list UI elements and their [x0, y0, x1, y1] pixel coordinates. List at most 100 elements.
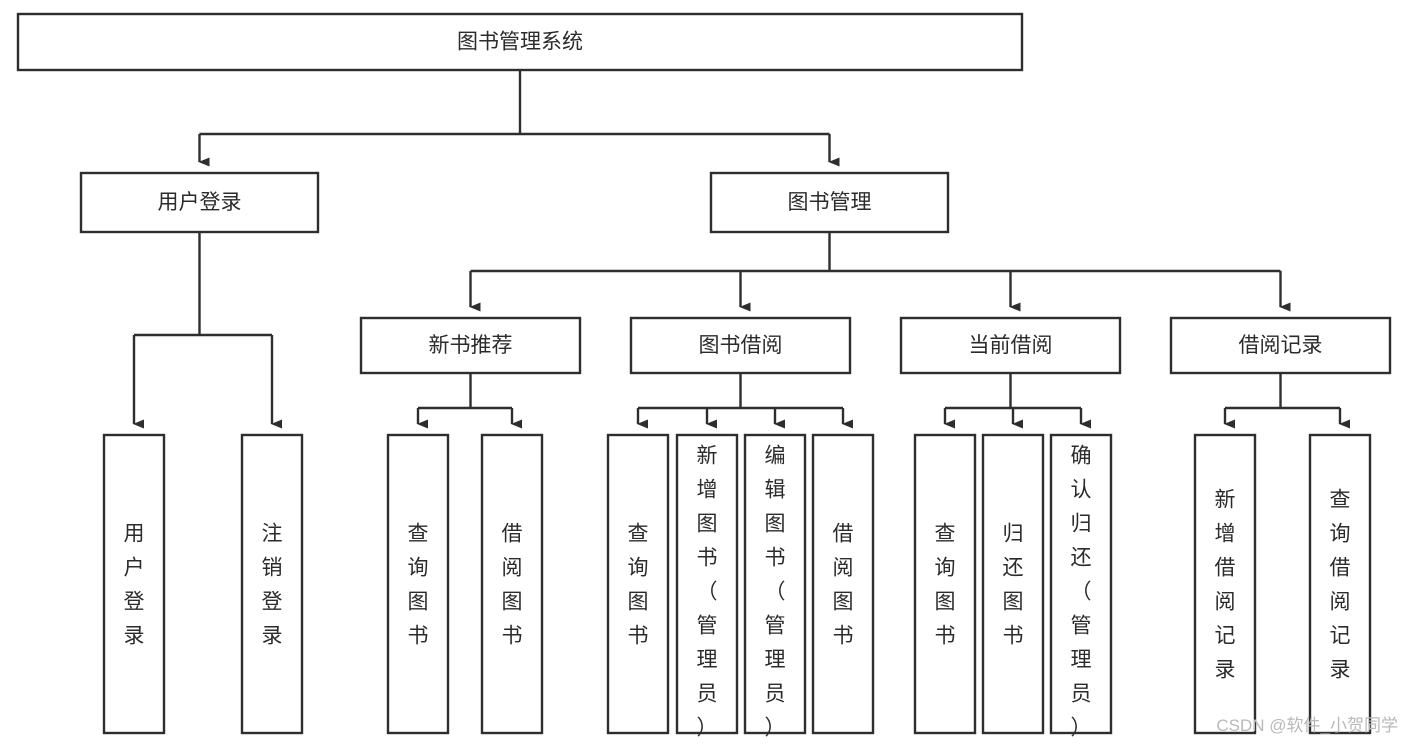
node-root-root-rect[interactable]: [16, 12, 1024, 72]
connectors-layer: [132, 70, 1350, 429]
node-leaf-user-logout-label-char: 销: [262, 557, 283, 580]
node-user-login-rect[interactable]: [79, 171, 320, 234]
node-leaf-query-book-current-label-char: 查: [935, 523, 956, 546]
node-current-borrow-label: 当前借阅: [969, 334, 1053, 357]
node-leaf-user-login-label-char: 登: [124, 591, 145, 614]
node-current-borrow-rect[interactable]: [899, 316, 1122, 375]
node-leaf-confirm-return-admin-label-char: 员: [1071, 683, 1092, 706]
node-leaf-edit-book-admin-label-char: 书: [765, 547, 786, 570]
node-book-borrow-rect[interactable]: [629, 316, 852, 375]
node-leaf-user-logout-label-char: 注: [262, 523, 283, 546]
node-leaf-add-book-admin-rect[interactable]: [675, 433, 739, 735]
node-leaf-query-book-recommend-rect[interactable]: [386, 433, 450, 735]
node-leaf-return-book-label-char: 图: [1003, 591, 1024, 614]
node-leaf-query-book-borrow-rect[interactable]: [606, 433, 670, 735]
node-leaf-return-book-label-char: 书: [1003, 625, 1024, 648]
node-leaf-query-book-recommend-label-char: 查: [408, 523, 429, 546]
node-leaf-query-book-recommend-label-char: 图: [408, 591, 429, 614]
node-leaf-user-login-label-char: 户: [124, 557, 145, 580]
node-leaf-borrow-book-recommend-label-char: 书: [502, 625, 523, 648]
node-leaf-borrow-book-rect[interactable]: [811, 433, 875, 735]
node-leaf-query-book-borrow-label-char: 图: [628, 591, 649, 614]
node-new-book-recommend-rect[interactable]: [359, 316, 582, 375]
node-leaf-user-logout-label-char: 录: [262, 625, 283, 648]
node-user-login-label: 用户登录: [158, 191, 242, 214]
node-leaf-user-login-rect[interactable]: [102, 433, 166, 735]
node-leaf-edit-book-admin-label-char: 编: [765, 445, 786, 468]
node-leaf-add-borrow-record-label-char: 新: [1215, 489, 1236, 512]
node-leaf-query-book-current-label-char: 询: [935, 557, 956, 580]
node-leaf-query-borrow-record-label-char: 录: [1330, 659, 1351, 682]
node-leaf-edit-book-admin-rect[interactable]: [743, 433, 807, 735]
node-borrow-record-rect[interactable]: [1169, 316, 1392, 375]
node-leaf-query-book-current-label-char: 书: [935, 625, 956, 648]
node-leaf-return-book-label-char: 还: [1003, 557, 1024, 580]
node-leaf-add-borrow-record-rect[interactable]: [1193, 433, 1257, 735]
node-leaf-borrow-book-label-char: 阅: [833, 557, 854, 580]
node-leaf-query-book-borrow-label-char: 书: [628, 625, 649, 648]
node-leaf-query-borrow-record-label-char: 借: [1330, 557, 1351, 580]
node-leaf-add-borrow-record-label-char: 借: [1215, 557, 1236, 580]
node-leaf-confirm-return-admin-label-char: 还: [1071, 547, 1092, 570]
node-leaf-confirm-return-admin-label-char: 确: [1071, 445, 1092, 468]
node-leaf-query-book-current-rect[interactable]: [913, 433, 977, 735]
node-leaf-borrow-book-recommend-label-char: 图: [502, 591, 523, 614]
node-leaf-add-book-admin-label-char: 理: [697, 649, 718, 672]
node-leaf-user-logout-rect[interactable]: [240, 433, 304, 735]
watermark-layer: CSDN @软件_小贺同学: [1216, 716, 1398, 735]
node-leaf-query-borrow-record-rect[interactable]: [1308, 433, 1372, 735]
node-borrow-record-label: 借阅记录: [1239, 334, 1323, 357]
node-leaf-edit-book-admin-label-char: ）: [765, 717, 786, 740]
node-leaf-borrow-book-label-char: 书: [833, 625, 854, 648]
node-leaf-user-login-label-char: 录: [124, 625, 145, 648]
boxes-layer: 图书管理系统用户登录图书管理新书推荐图书借阅当前借阅借阅记录用户登录注销登录查询…: [16, 12, 1392, 740]
node-book-management-label: 图书管理: [788, 191, 872, 214]
node-leaf-confirm-return-admin-label-char: 管: [1071, 615, 1092, 638]
node-leaf-edit-book-admin-label-char: 理: [765, 649, 786, 672]
node-book-borrow[interactable]: 图书借阅: [629, 316, 852, 375]
node-root-root-label: 图书管理系统: [457, 31, 583, 54]
node-user-login[interactable]: 用户登录: [79, 171, 320, 234]
node-leaf-add-book-admin-label-char: 图: [697, 513, 718, 536]
node-leaf-confirm-return-admin-label-char: 理: [1071, 649, 1092, 672]
node-book-management[interactable]: 图书管理: [709, 171, 950, 234]
node-leaf-add-book-admin-label-char: ）: [697, 717, 718, 740]
node-leaf-query-borrow-record-label-char: 阅: [1330, 591, 1351, 614]
node-leaf-add-borrow-record-label-char: 录: [1215, 659, 1236, 682]
node-leaf-return-book-rect[interactable]: [981, 433, 1045, 735]
node-leaf-query-book-recommend-label-char: 询: [408, 557, 429, 580]
node-leaf-borrow-book-recommend-rect[interactable]: [480, 433, 544, 735]
node-leaf-confirm-return-admin-label-char: ）: [1071, 717, 1092, 740]
node-leaf-add-borrow-record-label-char: 阅: [1215, 591, 1236, 614]
node-book-management-rect[interactable]: [709, 171, 950, 234]
node-leaf-user-login[interactable]: 用户登录: [102, 433, 166, 735]
node-leaf-add-book-admin-label-char: 新: [697, 445, 718, 468]
node-leaf-query-book-recommend-label-char: 书: [408, 625, 429, 648]
node-new-book-recommend[interactable]: 新书推荐: [359, 316, 582, 375]
node-current-borrow[interactable]: 当前借阅: [899, 316, 1122, 375]
node-leaf-query-borrow-record-label-char: 查: [1330, 489, 1351, 512]
node-leaf-query-borrow-record-label-char: 记: [1330, 625, 1351, 648]
node-borrow-record[interactable]: 借阅记录: [1169, 316, 1392, 375]
node-leaf-add-borrow-record-label-char: 增: [1215, 523, 1236, 546]
node-leaf-confirm-return-admin-rect[interactable]: [1049, 433, 1113, 735]
node-leaf-return-book-label-char: 归: [1003, 523, 1024, 546]
node-leaf-query-borrow-record-label-char: 询: [1330, 523, 1351, 546]
node-leaf-add-borrow-record-label-char: 记: [1215, 625, 1236, 648]
node-leaf-query-book-borrow-label-char: 询: [628, 557, 649, 580]
node-root-root[interactable]: 图书管理系统: [16, 12, 1024, 72]
